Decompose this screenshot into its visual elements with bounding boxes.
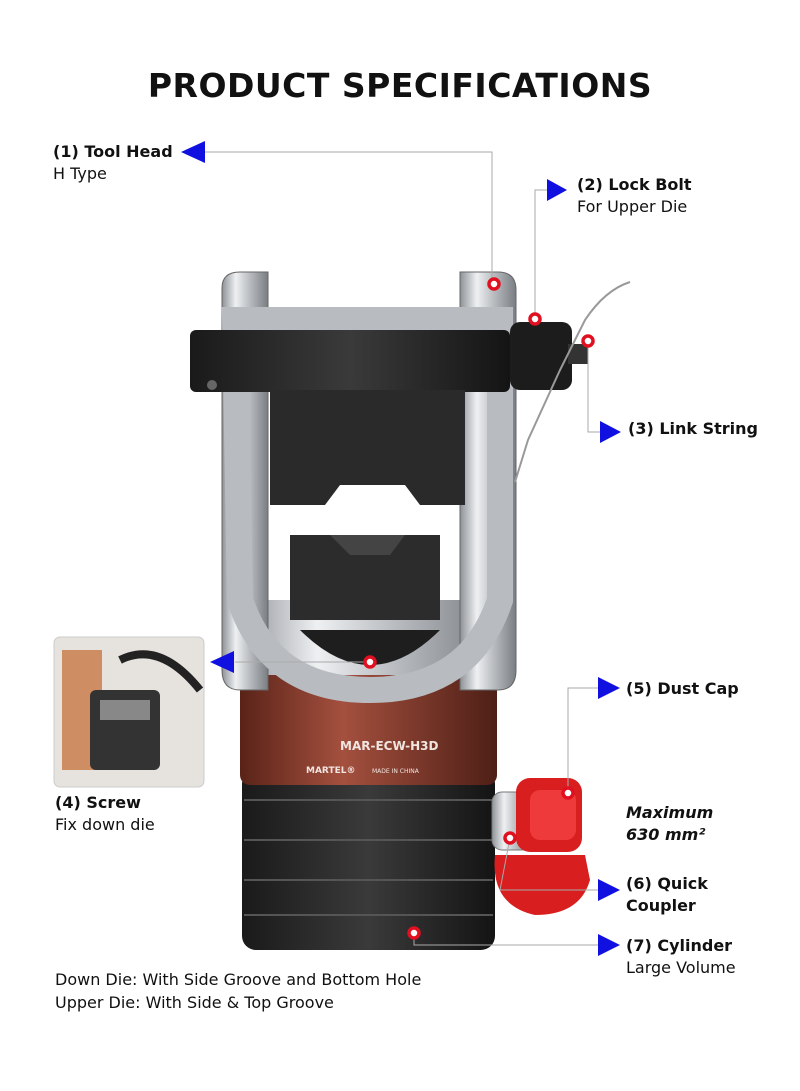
callout-sub: For Upper Die <box>577 197 688 216</box>
screw-detail-photo <box>53 636 205 788</box>
arrow-icon <box>598 879 620 901</box>
die-notes: Down Die: With Side Groove and Bottom Ho… <box>55 968 421 1014</box>
cylinder-body <box>242 770 495 950</box>
marker-dot <box>363 655 377 669</box>
arrow-icon <box>598 677 620 699</box>
marker-dots <box>363 277 595 940</box>
product-brand-text: MARTEL® <box>306 766 356 776</box>
callout-title: (4) Screw <box>55 793 141 812</box>
callout-title: (2) Lock Bolt <box>577 175 692 194</box>
callout-lock-bolt: (2) Lock Bolt For Upper Die <box>577 174 692 218</box>
arrow-icons <box>181 141 621 956</box>
callout-sub: Large Volume <box>626 958 736 977</box>
page-title: PRODUCT SPECIFICATIONS <box>147 66 653 105</box>
callout-title: (6) Quick <box>626 874 708 893</box>
callout-dust-cap: (5) Dust Cap <box>626 678 739 700</box>
callout-quick-coupler: (6) Quick Coupler <box>626 873 708 917</box>
max-spec-line1: Maximum <box>626 803 714 822</box>
callout-title: (3) Link String <box>628 419 758 438</box>
max-spec-line2: 630 mm² <box>626 825 706 844</box>
marker-dot <box>487 277 501 291</box>
lock-bolt <box>510 322 572 390</box>
marker-dot <box>581 334 595 348</box>
callout-screw: (4) Screw Fix down die <box>55 792 155 836</box>
leader-lines <box>205 151 600 946</box>
marker-dot <box>407 926 421 940</box>
arrow-icon <box>181 141 205 163</box>
product-origin-text: MADE IN CHINA <box>372 768 419 775</box>
callout-sub: Coupler <box>626 896 696 915</box>
arrow-icon <box>598 934 620 956</box>
tool-head <box>190 271 517 704</box>
callout-tool-head: (1) Tool Head H Type <box>53 141 173 185</box>
callout-sub: H Type <box>53 164 107 183</box>
callout-title: (1) Tool Head <box>53 142 173 161</box>
arrow-icon <box>547 179 567 201</box>
callout-title: (7) Cylinder <box>626 936 733 955</box>
marker-dot <box>503 831 517 845</box>
quick-coupler <box>491 778 590 915</box>
callout-cylinder: (7) Cylinder Large Volume <box>626 935 736 979</box>
link-string <box>514 281 631 483</box>
arrow-icon <box>600 421 621 443</box>
callout-sub: Fix down die <box>55 815 155 834</box>
marker-dot <box>528 312 542 326</box>
callout-link-string: (3) Link String <box>628 418 758 440</box>
product-model-text: MAR-ECW-H3D <box>340 739 439 753</box>
arrow-icon <box>210 651 234 673</box>
callout-title: (5) Dust Cap <box>626 679 739 698</box>
note-upper-die: Upper Die: With Side & Top Groove <box>55 993 334 1012</box>
note-down-die: Down Die: With Side Groove and Bottom Ho… <box>55 970 422 989</box>
max-capacity-spec: Maximum 630 mm² <box>626 802 713 846</box>
marker-dot <box>561 786 575 800</box>
